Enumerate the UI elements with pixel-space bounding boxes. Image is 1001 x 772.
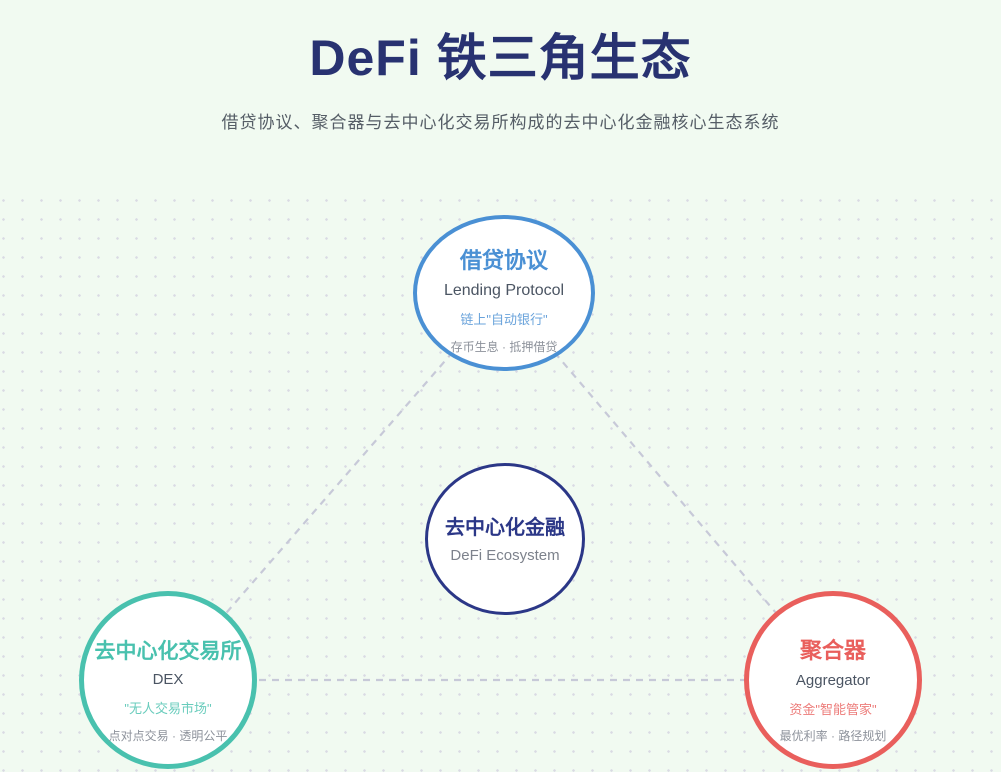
node-dex: 去中心化交易所 DEX "无人交易市场" 点对点交易 · 透明公平 (79, 591, 257, 769)
page-title: DeFi 铁三角生态 (309, 30, 692, 86)
dex-title: 去中心化交易所 (94, 639, 242, 663)
page-subtitle: 借贷协议、聚合器与去中心化交易所构成的去中心化金融核心生态系统 (221, 113, 780, 132)
lending-title: 借贷协议 (459, 247, 548, 273)
aggregator-tagline: 资金"智能管家" (789, 701, 877, 717)
dex-english-label: DEX (152, 671, 184, 689)
aggregator-english-label: Aggregator (795, 671, 871, 689)
aggregator-features: 最优利率 · 路径规划 (779, 729, 887, 744)
node-aggregator: 聚合器 Aggregator 资金"智能管家" 最优利率 · 路径规划 (744, 591, 922, 769)
node-lending-protocol: 借贷协议 Lending Protocol 链上"自动银行" 存币生息 · 抵押… (413, 215, 595, 371)
lending-english-label: Lending Protocol (443, 282, 565, 300)
lending-features: 存币生息 · 抵押借贷 (450, 339, 558, 354)
dex-tagline: "无人交易市场" (124, 701, 212, 717)
connector-lines-layer (167, 292, 834, 682)
lending-tagline: 链上"自动银行" (460, 312, 548, 328)
page-header: DeFi 铁三角生态 借贷协议、聚合器与去中心化交易所构成的去中心化金融核心生态… (0, 0, 1001, 133)
core-title: 去中心化金融 (445, 516, 565, 539)
triangle-diagram: 借贷协议 Lending Protocol 链上"自动银行" 存币生息 · 抵押… (0, 185, 1001, 772)
connector-lending-aggregator (503, 292, 834, 681)
dex-features: 点对点交易 · 透明公平 (108, 728, 228, 743)
node-defi-core: 去中心化金融 DeFi Ecosystem (425, 463, 585, 615)
aggregator-title: 聚合器 (799, 638, 866, 664)
core-english-label: DeFi Ecosystem (450, 546, 560, 564)
